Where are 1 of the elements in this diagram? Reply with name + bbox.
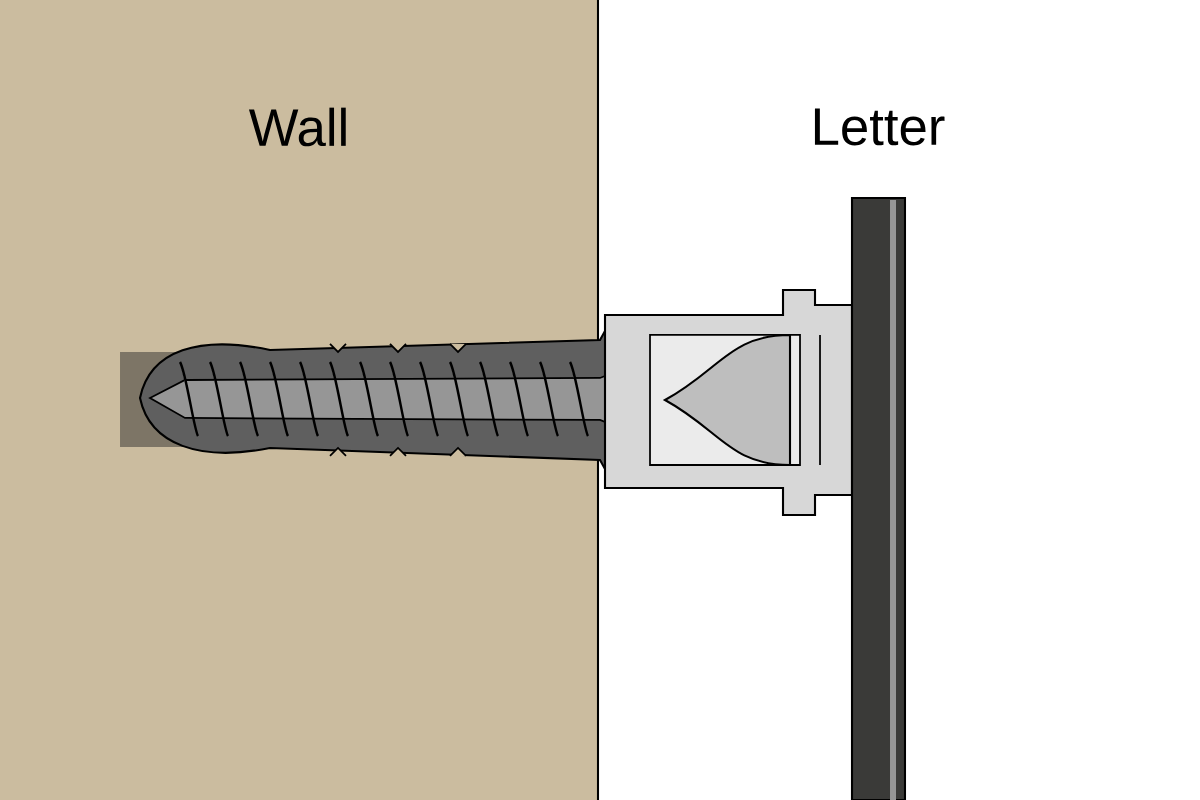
heading: Letter bbox=[814, 108, 945, 146]
